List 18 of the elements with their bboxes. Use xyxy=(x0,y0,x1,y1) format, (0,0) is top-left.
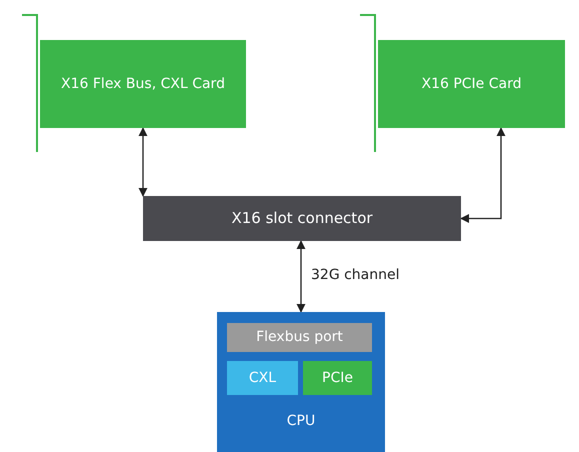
connector-box xyxy=(143,196,461,241)
node-label: CXL xyxy=(248,368,276,388)
cpu-box xyxy=(217,312,385,452)
port-box xyxy=(227,323,372,352)
arrow xyxy=(460,127,506,224)
arrow xyxy=(296,240,306,313)
arrow xyxy=(138,127,148,197)
node-label: Flexbus port xyxy=(256,328,343,347)
node-label: X16 slot connector xyxy=(231,208,373,228)
edge-label: 32G channel xyxy=(311,266,400,282)
port-box xyxy=(303,361,372,395)
node-label: CPU xyxy=(286,412,316,430)
node-label: X16 Flex Bus, CXL Card xyxy=(61,74,225,94)
node-label: PCIe xyxy=(322,368,353,388)
card-box xyxy=(40,40,246,128)
port-box xyxy=(227,361,298,395)
node-label: X16 PCIe Card xyxy=(421,74,522,94)
card-box xyxy=(378,40,565,128)
